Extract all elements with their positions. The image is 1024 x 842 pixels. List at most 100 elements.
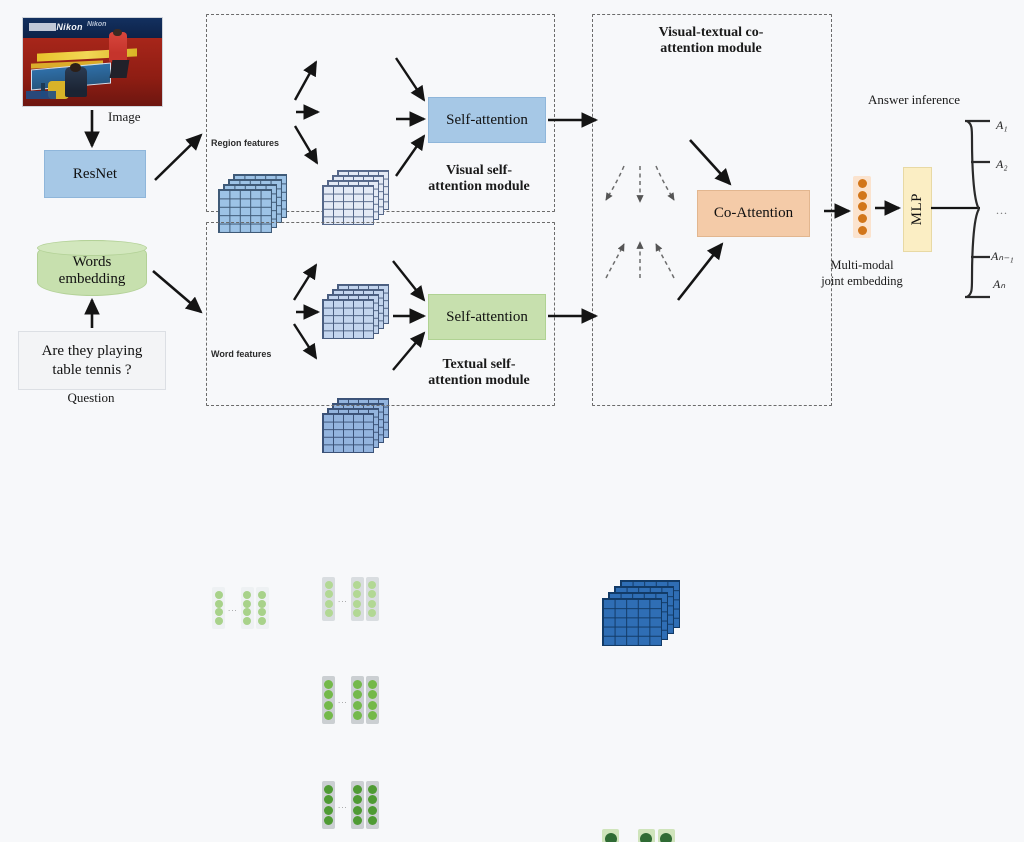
feature-dot [324,690,333,700]
mlp-label: MLP [909,193,925,226]
co-attention-title-line1: Visual-textual co- [658,25,764,40]
question-text-line2: table tennis ? [52,361,132,378]
answer-label-0: A₁ [996,118,1008,132]
feature-dot [640,833,653,842]
textual-self-attention-label: Self-attention [446,308,528,325]
textual-branch-group-3: ... [322,781,1024,829]
feature-dot [660,833,673,842]
visual-self-attention-box: Self-attention [428,97,546,143]
feature-dot [243,608,252,617]
feature-column [365,577,379,621]
textual-self-attention-box: Self-attention [428,294,546,340]
feature-dot [367,815,377,825]
co-attention-title-line2: attention module [660,41,762,57]
visual-branch-stack-2 [322,284,390,339]
feature-dot [352,815,362,825]
figure-canvas: Nikon Nikon Image ResNet Words embedding… [18,14,1014,842]
feature-sheet [322,413,374,453]
feature-dot [214,608,223,617]
feature-dot [214,599,223,608]
question-box: Are they playing table tennis ? [18,331,166,390]
feature-column [365,676,379,724]
feature-dot [353,581,362,590]
answer-inference-label: Answer inference [868,92,961,107]
words-embedding-cylinder: Words embedding [37,240,147,296]
multimodal-embedding-caption: Multi-modal joint embedding [806,258,918,289]
feature-dot [368,590,377,599]
answer-label-3: Aₙ₋₁ [991,249,1014,263]
feature-column [350,676,364,724]
feature-dot [352,805,362,815]
feature-dot [324,590,333,599]
region-features-caption: Region features [211,138,280,148]
feature-dot [353,608,362,617]
feature-dot [352,680,362,690]
feature-dot [367,710,377,720]
region-features-stack [218,174,290,233]
embedding-dot [857,178,867,188]
feature-sheet [218,189,272,233]
feature-dot [353,599,362,608]
co-attention-module-title: Visual-textual co- attention module [600,25,822,57]
feature-dot [353,590,362,599]
feature-dot [324,785,333,795]
feature-column [322,781,335,829]
feature-dot [324,795,333,805]
feature-column [322,676,335,724]
words-embedding-label-line2: embedding [58,271,126,287]
feature-dot [258,617,267,626]
textual-self-attention-module-frame [206,222,555,406]
feature-dot [243,617,252,626]
feature-dot [324,815,333,825]
visual-module-title-line1: Visual self- [446,163,512,178]
co-attention-textual-group: ... [602,829,1024,842]
cylinder-top-ellipse [37,240,147,256]
co-attention-box: Co-Attention [697,190,810,237]
question-caption: Question [67,390,115,405]
ellipsis-label: ... [338,695,348,705]
feature-column [602,829,619,842]
embedding-dot [857,190,867,200]
feature-column [657,829,675,842]
image-caption: Image [108,109,141,124]
word-features-caption: Word features [211,349,272,359]
feature-dot [368,608,377,617]
feature-dot [367,700,377,710]
feature-dot [324,599,333,608]
embedding-caption-line2: joint embedding [821,273,903,288]
visual-self-attention-label: Self-attention [446,111,528,128]
feature-dot [243,590,252,599]
feature-column [350,577,364,621]
feature-dot [324,680,333,690]
feature-dot [324,608,333,617]
co-attention-label: Co-Attention [713,205,794,221]
embedding-dot [857,214,867,224]
feature-sheet [322,185,374,225]
textual-branch-group-2: ... [322,676,1024,724]
resnet-box: ResNet [44,150,146,198]
feature-column [365,781,379,829]
feature-dot [258,590,267,599]
feature-dot [352,785,362,795]
feature-column [255,587,269,629]
feature-dot [367,805,377,815]
co-attention-visual-stack [602,580,680,646]
feature-dot [367,795,377,805]
thumbnail-nikon-text-2: Nikon [86,20,107,28]
feature-dot [367,785,377,795]
feature-dot [258,608,267,617]
embedding-dot [857,202,867,212]
feature-column [350,781,364,829]
feature-column [212,587,225,629]
feature-dot [214,590,223,599]
feature-dot [214,617,223,626]
visual-module-title: Visual self- attention module [410,163,548,195]
feature-sheet [322,299,374,339]
multimodal-embedding-vector [853,176,871,238]
feature-dot [324,710,333,720]
words-embedding-label-line1: Words [72,253,112,270]
visual-branch-stack-1 [322,170,390,225]
textual-module-title-line1: Textual self- [442,357,516,372]
ellipsis-label: ... [338,594,348,604]
embedding-dot [857,226,867,236]
